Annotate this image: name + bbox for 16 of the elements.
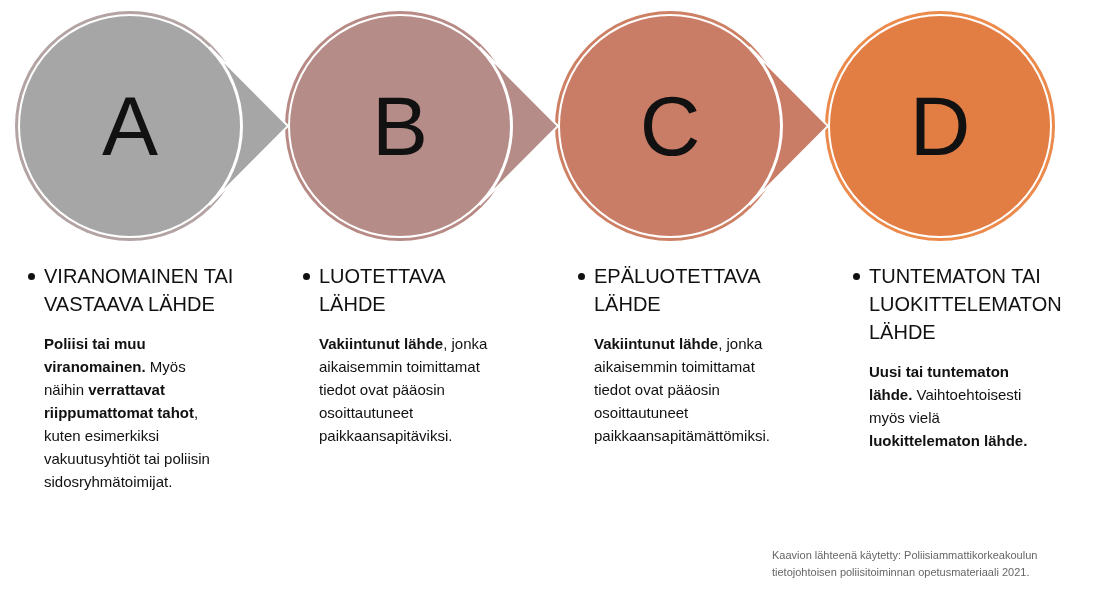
category-heading: TUNTEMATON TAI LUOKITTELEMATON LÄHDE [869,264,1063,345]
category-heading: LUOTETTAVA LÄHDE [319,264,447,317]
description-text: Vakiintunut lähde, jonka aikaisemmin toimittamat tiedot ovat pääosin osoittautuneet paikkaansapitämättömiksi. [594,334,769,446]
pointer-arrow [478,46,559,206]
node-letter: C [639,84,701,168]
node-letter: D [909,84,971,168]
description-text: Poliisi tai muu viranomainen. Myös näihin verrattavat riippumattomat tahot, kuten esimerkiksi vakuutusyhtiöt tai poliisin sidosryhmätoimijat. [44,334,211,492]
pointer-arrow [208,46,289,206]
node-letter: B [372,84,428,168]
category-heading: EPÄLUOTETTAVA LÄHDE [594,264,762,317]
pointer-arrow [748,46,829,206]
source-note: Kaavion lähteenä käytetty: Poliisiammattikorkeakoulun tietojohtoisen poliisitoiminnan opetusmateriaali 2021. [772,548,1039,580]
category-heading: VIRANOMAINEN TAI VASTAAVA LÄHDE [44,264,235,317]
node-letter: A [102,84,158,168]
description-text: Uusi tai tuntematon lähde. Vaihtoehtoisesti myös vielä luokittelematon lähde. [869,362,1029,451]
description-text: Vakiintunut lähde, jonka aikaisemmin toimittamat tiedot ovat pääosin osoittautuneet paikkaansapitäviksi. [319,334,489,446]
